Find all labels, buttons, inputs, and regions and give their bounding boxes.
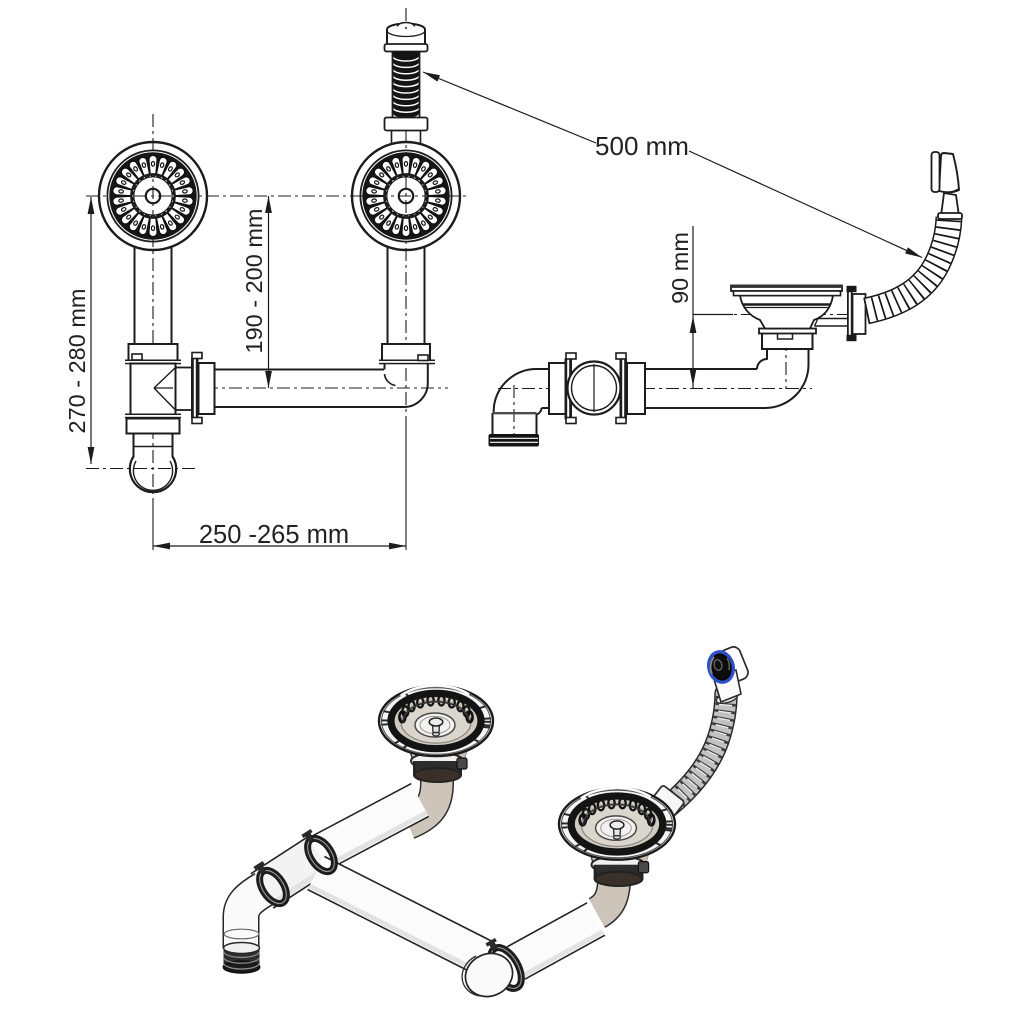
svg-text:270 - 280 mm: 270 - 280 mm (64, 289, 90, 434)
svg-text:90 mm: 90 mm (667, 232, 693, 304)
svg-text:250 -265 mm: 250 -265 mm (199, 521, 349, 549)
svg-text:190 - 200 mm: 190 - 200 mm (241, 209, 267, 354)
svg-text:500 mm: 500 mm (595, 131, 689, 161)
